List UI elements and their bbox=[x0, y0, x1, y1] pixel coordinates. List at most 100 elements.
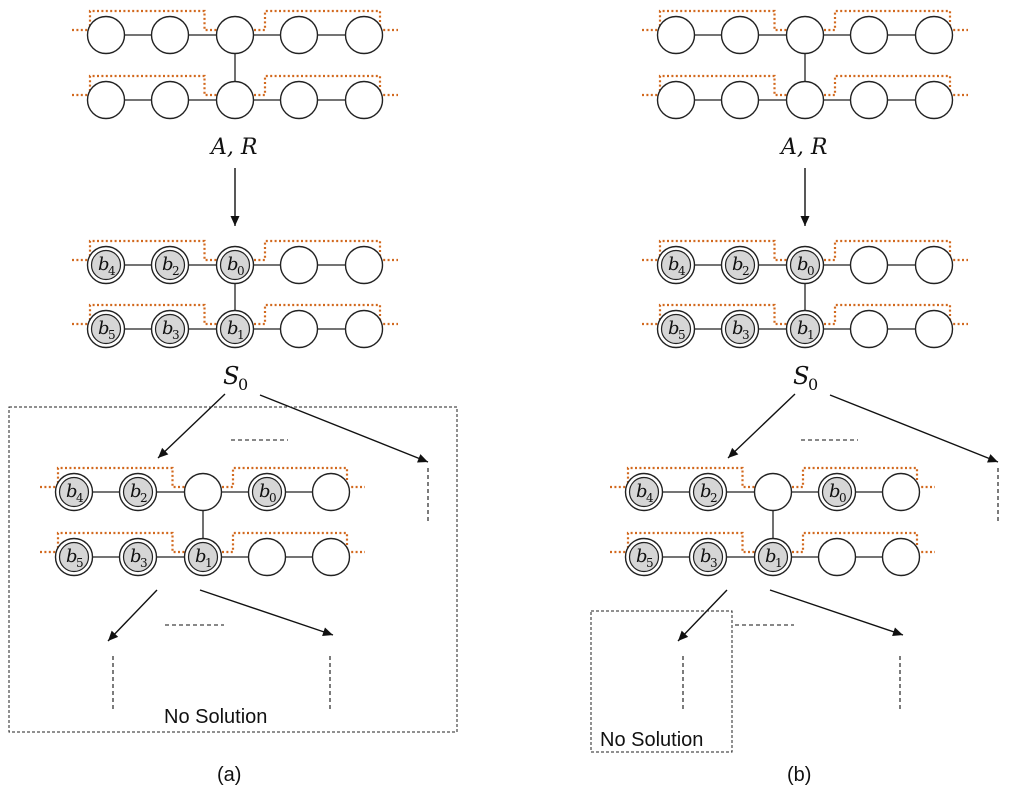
branch-left-2 bbox=[677, 589, 728, 642]
level2-bottom-node-inner bbox=[90, 313, 122, 345]
level1-top-node-empty bbox=[215, 15, 255, 55]
state-label: S bbox=[793, 362, 809, 390]
level3-top-node-sub: 2 bbox=[140, 491, 148, 505]
level3-route-bottom bbox=[610, 531, 935, 554]
level1-top-node-empty bbox=[914, 15, 954, 55]
level3-route-top bbox=[610, 466, 935, 489]
level3-top-node-sub: 0 bbox=[269, 491, 277, 505]
arrow-down-head bbox=[800, 216, 810, 226]
level2-bottom-node-sub: 3 bbox=[742, 328, 750, 342]
level2-route-top bbox=[642, 239, 968, 262]
level3-bottom-node-inner bbox=[187, 541, 219, 573]
level2-top-node-label: b bbox=[98, 254, 110, 275]
level3-top-node-label: b bbox=[700, 481, 712, 502]
level3-top-node-sub: 2 bbox=[710, 491, 718, 505]
level1-bottom-node-empty bbox=[849, 80, 889, 120]
branch-left-head bbox=[728, 447, 739, 458]
subtree-box bbox=[8, 406, 458, 733]
level1-top-node-empty bbox=[849, 15, 889, 55]
level3-top-node-label: b bbox=[66, 481, 78, 502]
level3-bottom-node-sub: 5 bbox=[646, 556, 654, 570]
branch-right bbox=[829, 394, 999, 463]
level2-top-node-inner bbox=[90, 249, 122, 281]
level2-bottom-node-sub: 5 bbox=[678, 328, 686, 342]
branch-right bbox=[259, 394, 429, 463]
level2-top-node-sub: 2 bbox=[172, 264, 180, 278]
branch-left-2 bbox=[107, 589, 158, 642]
level2-top-node-inner bbox=[660, 249, 692, 281]
level3-bottom-node-empty bbox=[881, 537, 921, 577]
level2-top-node-sub: 2 bbox=[742, 264, 750, 278]
panel-caption: (a) bbox=[217, 764, 241, 786]
level2-bottom-node-inner bbox=[154, 313, 186, 345]
level3-bottom-node-inner bbox=[628, 541, 660, 573]
branch-left bbox=[727, 393, 796, 459]
level2-bottom-node-label: b bbox=[797, 318, 809, 339]
branch-right-head bbox=[987, 454, 998, 463]
level1-top-node-empty bbox=[86, 15, 126, 55]
state-sub: 0 bbox=[238, 375, 248, 394]
level3-top-node-empty bbox=[183, 472, 223, 512]
level3-bottom-node-sub: 3 bbox=[710, 556, 718, 570]
level2-top-node-inner bbox=[724, 249, 756, 281]
level3-bottom-node-empty bbox=[817, 537, 857, 577]
branch-right-2 bbox=[769, 589, 904, 636]
level3-top-node-empty bbox=[881, 472, 921, 512]
branch-right-2-head bbox=[322, 627, 333, 637]
level2-top-node-inner bbox=[154, 249, 186, 281]
level3-top-node-inner bbox=[251, 476, 283, 508]
level3-bottom-node-label: b bbox=[66, 546, 78, 567]
level2-top-node-sub: 4 bbox=[108, 264, 116, 278]
level2-bottom-node-sub: 3 bbox=[172, 328, 180, 342]
level2-bottom-node-label: b bbox=[98, 318, 110, 339]
level3-bottom-node-label: b bbox=[765, 546, 777, 567]
level3-bottom-node-inner bbox=[122, 541, 154, 573]
level2-top-node-label: b bbox=[162, 254, 174, 275]
level2-route-bottom bbox=[72, 303, 398, 326]
level1-top-node-empty bbox=[785, 15, 825, 55]
level2-top-node-sub: 0 bbox=[237, 264, 245, 278]
level1-bottom-node-empty bbox=[279, 80, 319, 120]
level2-bottom-node-empty bbox=[279, 309, 319, 349]
level1-top-node-empty bbox=[720, 15, 760, 55]
level1-top-node-empty bbox=[150, 15, 190, 55]
level3-bottom-node-sub: 3 bbox=[140, 556, 148, 570]
level3-top-node-label: b bbox=[829, 481, 841, 502]
level1-bottom-node-empty bbox=[914, 80, 954, 120]
branch-left-head bbox=[158, 447, 169, 458]
level1-route-bottom bbox=[642, 74, 968, 97]
level3-route-top bbox=[40, 466, 365, 489]
level2-top-node-empty bbox=[914, 245, 954, 285]
level1-route-top bbox=[72, 9, 398, 32]
level2-top-node-sub: 0 bbox=[807, 264, 815, 278]
level1-top-node-empty bbox=[279, 15, 319, 55]
level2-top-node-label: b bbox=[732, 254, 744, 275]
branch-left-2-head bbox=[108, 630, 119, 641]
level2-top-node-label: b bbox=[797, 254, 809, 275]
level1-bottom-node-empty bbox=[720, 80, 760, 120]
subtree-box bbox=[590, 610, 733, 753]
level3-bottom-node-inner bbox=[692, 541, 724, 573]
level2-top-node-inner bbox=[789, 249, 821, 281]
panel-caption: (b) bbox=[787, 764, 811, 786]
level2-bottom-node-empty bbox=[914, 309, 954, 349]
level2-bottom-node-inner bbox=[219, 313, 251, 345]
level3-top-node-inner bbox=[58, 476, 90, 508]
level3-top-node-inner bbox=[122, 476, 154, 508]
branch-left bbox=[157, 393, 226, 459]
level3-bottom-node-empty bbox=[311, 537, 351, 577]
level3-top-node-inner bbox=[628, 476, 660, 508]
branch-right-2 bbox=[199, 589, 334, 636]
level2-top-node-empty bbox=[849, 245, 889, 285]
level2-top-node-label: b bbox=[227, 254, 239, 275]
level3-bottom-node-label: b bbox=[700, 546, 712, 567]
level3-bottom-node-sub: 1 bbox=[775, 556, 783, 570]
level3-bottom-node-inner bbox=[757, 541, 789, 573]
branch-left-2-head bbox=[678, 630, 689, 641]
level2-top-node-label: b bbox=[668, 254, 680, 275]
level1-top-node-empty bbox=[656, 15, 696, 55]
level2-top-node-empty bbox=[279, 245, 319, 285]
level3-top-node-sub: 0 bbox=[839, 491, 847, 505]
level3-top-node-inner bbox=[821, 476, 853, 508]
